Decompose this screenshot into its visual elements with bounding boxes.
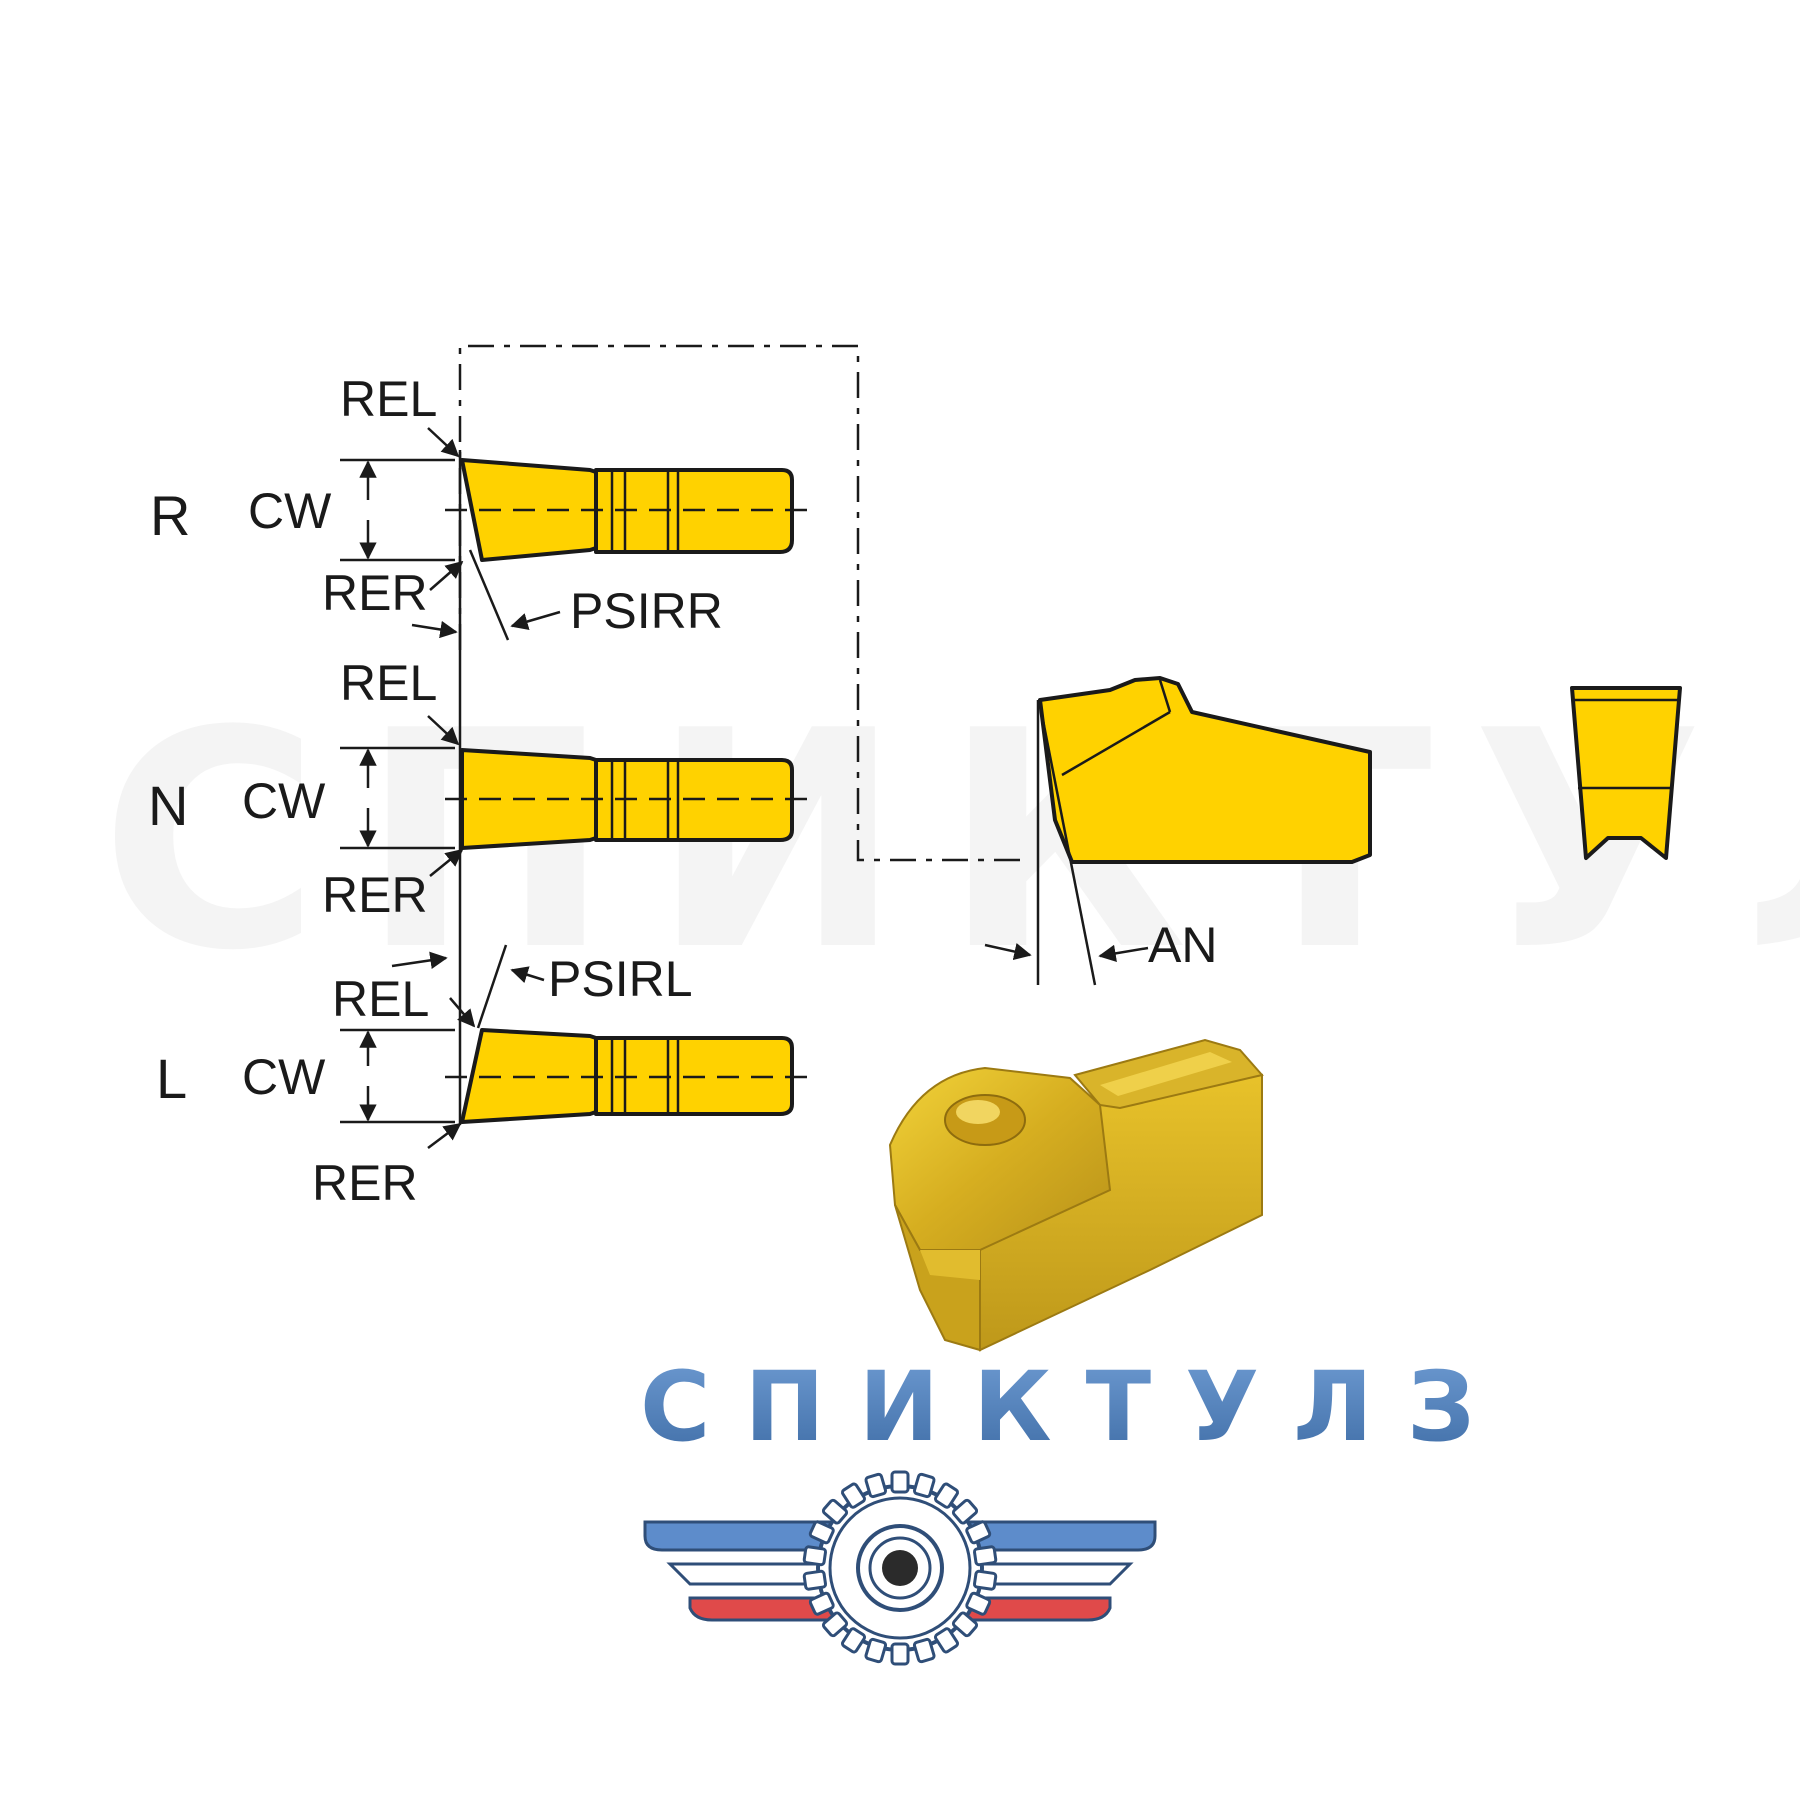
gear-tooth — [890, 1470, 910, 1494]
view-row-l: L CW REL RER PSIRL — [156, 944, 810, 1211]
row-label-n: N — [148, 774, 188, 837]
gear-tooth — [808, 1591, 835, 1616]
gear-tooth — [951, 1611, 979, 1638]
gear-tooth — [841, 1627, 866, 1654]
watermark-text: СПИКТУЛЗ — [100, 667, 1800, 1016]
row-label-r: R — [150, 484, 190, 547]
row-label-l: L — [156, 1047, 187, 1110]
cw-label-l: CW — [242, 1049, 326, 1105]
gear-tooth — [934, 1627, 959, 1654]
gear-tooth — [972, 1569, 998, 1591]
rel-label-n: REL — [340, 655, 437, 711]
cw-label-r: CW — [248, 483, 332, 539]
side-view: AN — [984, 676, 1372, 986]
gear-tooth — [951, 1498, 979, 1525]
gear-tooth — [821, 1498, 849, 1525]
reference-frame — [458, 344, 1030, 862]
brand-name: СПИКТУЛЗ — [640, 1351, 1509, 1463]
view-row-n: N CW REL RER — [148, 655, 810, 923]
rer-label-n: RER — [322, 867, 428, 923]
gear-tooth — [821, 1611, 849, 1638]
gear-tooth — [841, 1482, 866, 1509]
gear-tooth — [965, 1591, 992, 1616]
gear-tooth — [965, 1520, 992, 1545]
rer-label-l: RER — [312, 1155, 418, 1211]
view-row-r: R CW REL RER PSIRR — [150, 371, 810, 641]
end-view — [1570, 686, 1682, 860]
an-label: AN — [1148, 917, 1217, 973]
rel-label-r: REL — [340, 371, 437, 427]
rer-label-r: RER — [322, 565, 428, 621]
gear-tooth — [972, 1545, 998, 1567]
gear-tooth — [934, 1482, 959, 1509]
gear-tooth — [912, 1637, 936, 1664]
winged-gear-logo-icon — [643, 1470, 1157, 1666]
gear-tooth — [802, 1569, 828, 1591]
gear-tooth — [864, 1472, 888, 1499]
gear-tooth — [802, 1545, 828, 1567]
grooving-insert-3d-icon — [888, 1038, 1264, 1352]
rel-label-l: REL — [332, 971, 429, 1027]
gear-tooth — [864, 1637, 888, 1664]
gear-tooth — [890, 1642, 910, 1666]
gear-tooth — [808, 1520, 835, 1545]
gear-tooth — [912, 1472, 936, 1499]
cw-label-n: CW — [242, 773, 326, 829]
psirl-label: PSIRL — [548, 951, 693, 1007]
psirr-label: PSIRR — [570, 583, 723, 639]
